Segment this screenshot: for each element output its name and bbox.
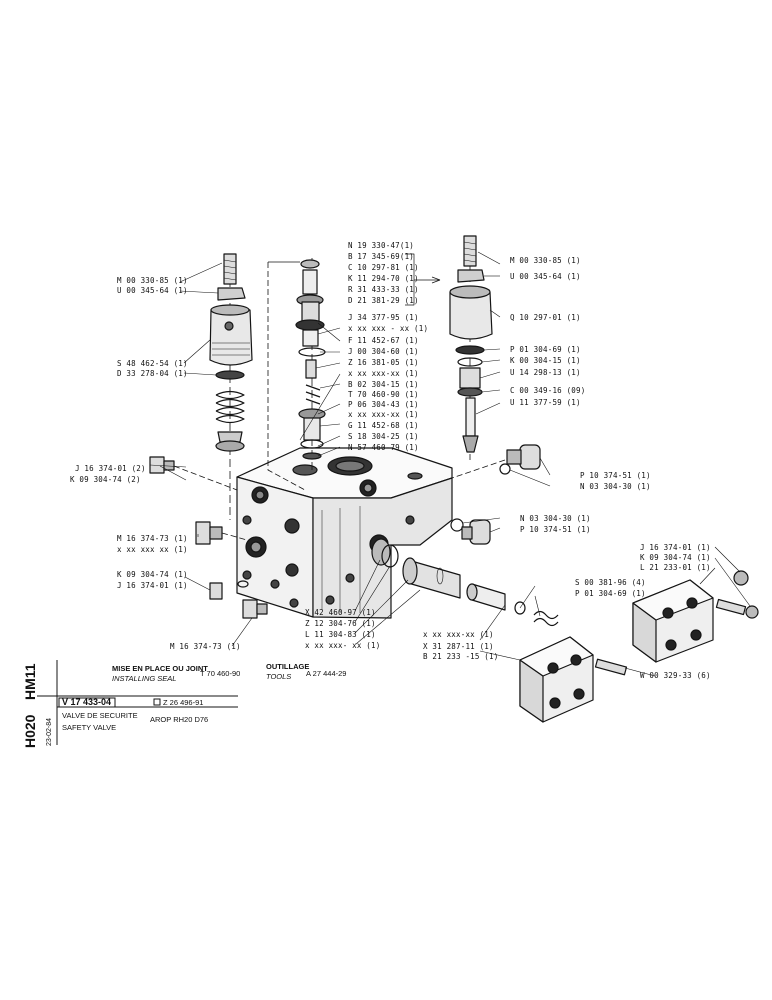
title-block-frame	[37, 660, 238, 745]
valve-body-block	[236, 447, 453, 619]
callout-right-n03a: N 03 304-30 (1)	[580, 482, 651, 491]
callout-p01b: P 01 304-69 (1)	[575, 589, 646, 598]
end-plates	[519, 570, 759, 723]
callout-b17: B 17 345-69(1)	[348, 252, 415, 261]
callout-b21: B 21 233 -15 (1)	[423, 652, 499, 661]
model-ref: AROP RH20 D76	[150, 715, 209, 724]
callout-right-c00: C 00 349-16 (09)	[510, 386, 586, 395]
callout-x31: X 31 287-11 (1)	[423, 642, 494, 651]
callout-x42: X 42 460-97 (1)	[305, 608, 376, 617]
callout-right-u11: U 11 377-59 (1)	[510, 398, 581, 407]
callout-right-p10b: P 10 374-51 (1)	[520, 525, 591, 534]
callout-xx-a: x xx xxx - xx (1)	[348, 324, 429, 333]
callout-j00: J 00 304-60 (1)	[348, 347, 419, 356]
callout-k11: K 11 294-70 (1)	[348, 274, 419, 283]
callout-s00: S 00 381-96 (4)	[575, 578, 646, 587]
tools-label: TOOLS	[266, 672, 292, 681]
date-stamp: 23-02-84	[46, 717, 53, 746]
callout-xx-c: x xx xxx-xx (1)	[348, 410, 419, 419]
callout-b02: B 02 304-15 (1)	[348, 380, 419, 389]
side-code-hm11: HM11	[22, 663, 38, 700]
callout-right-m00: M 00 330-85 (1)	[510, 256, 581, 265]
outillage-label: OUTILLAGE	[266, 662, 310, 671]
description-fr: VALVE DE SECURITE	[62, 711, 138, 720]
callout-d21: D 21 381-29 (1)	[348, 296, 419, 305]
callout-left-m16a: M 16 374-73 (1)	[117, 534, 188, 543]
callout-xx1: x xx xxx- xx (1)	[305, 641, 381, 650]
callout-t70: T 70 460-90 (1)	[348, 390, 419, 399]
part-number: V 17 433-04	[62, 697, 112, 707]
callout-right-u00: U 00 345-64 (1)	[510, 272, 581, 281]
callout-right-p10a: P 10 374-51 (1)	[580, 471, 651, 480]
ref-z: Z 26 496-91	[163, 698, 204, 707]
right-cartridge-stack	[449, 235, 493, 460]
callout-left-d33: D 33 278-04 (1)	[117, 369, 188, 378]
mise-en-place-label: MISE EN PLACE OU JOINT	[112, 664, 208, 673]
seal-tool-ref: T 70 460-90	[200, 669, 241, 678]
callout-right-p01a: P 01 304-69 (1)	[510, 345, 581, 354]
callout-c10: C 10 297-81 (1)	[348, 263, 419, 272]
callout-right-k00: K 00 304-15 (1)	[510, 356, 581, 365]
callout-z12: Z 12 304-76 (1)	[305, 619, 376, 628]
callout-left-m16b: M 16 374-73 (1)	[170, 642, 241, 651]
callout-xx2: x xx xxx-xx (1)	[423, 630, 494, 639]
callout-right-u14: U 14 298-13 (1)	[510, 368, 581, 377]
callout-left-j16a: J 16 374-01 (2)	[75, 464, 146, 473]
callout-n57: N 57 460-79 (1)	[348, 443, 419, 452]
callout-left-j16b: J 16 374-01 (1)	[117, 581, 188, 590]
side-code-h020: H020	[22, 714, 38, 748]
callout-z16: Z 16 381-05 (1)	[348, 358, 419, 367]
callout-s18: S 18 304-25 (1)	[348, 432, 419, 441]
description-en: SAFETY VALVE	[62, 723, 117, 732]
callout-left-m00: M 00 330-85 (1)	[117, 276, 188, 285]
tool-ref: A 27 444-29	[306, 669, 347, 678]
callout-right-q10: Q 10 297-01 (1)	[510, 313, 581, 322]
callout-g11: G 11 452-68 (1)	[348, 421, 419, 430]
callout-xx-b: x xx xxx-xx (1)	[348, 369, 419, 378]
callout-j34: J 34 377-95 (1)	[348, 313, 419, 322]
callout-r31: R 31 433-33 (1)	[348, 285, 419, 294]
callout-w00: W 00 329-33 (6)	[640, 671, 711, 680]
cross-spool-assembly	[371, 538, 559, 627]
callout-left-k09a: K 09 304-74 (2)	[70, 475, 141, 484]
leader-lines	[149, 251, 751, 677]
callout-left-xxa: x xx xxx xx (1)	[117, 545, 188, 554]
callout-n19: N 19 330-47(1)	[348, 241, 415, 250]
installing-seal-label: INSTALLING SEAL	[112, 674, 177, 683]
callout-l11: L 11 304-83 (1)	[305, 630, 376, 639]
callout-k09c: K 09 304-74 (1)	[640, 553, 711, 562]
callout-left-u00: U 00 345-64 (1)	[117, 286, 188, 295]
top-bracket	[405, 253, 415, 306]
callout-p06: P 06 304-43 (1)	[348, 400, 419, 409]
callout-left-s48: S 48 462-54 (1)	[117, 359, 188, 368]
callout-j16c: J 16 374-01 (1)	[640, 543, 711, 552]
callout-right-n03b: N 03 304-30 (1)	[520, 514, 591, 523]
side-fittings	[149, 444, 541, 619]
callout-f11: F 11 452-67 (1)	[348, 336, 419, 345]
left-cartridge-stack	[209, 253, 253, 520]
callout-l21: L 21 233-01 (1)	[640, 563, 711, 572]
callout-left-k09b: K 09 304-74 (1)	[117, 570, 188, 579]
center-spool-stack	[295, 258, 326, 470]
